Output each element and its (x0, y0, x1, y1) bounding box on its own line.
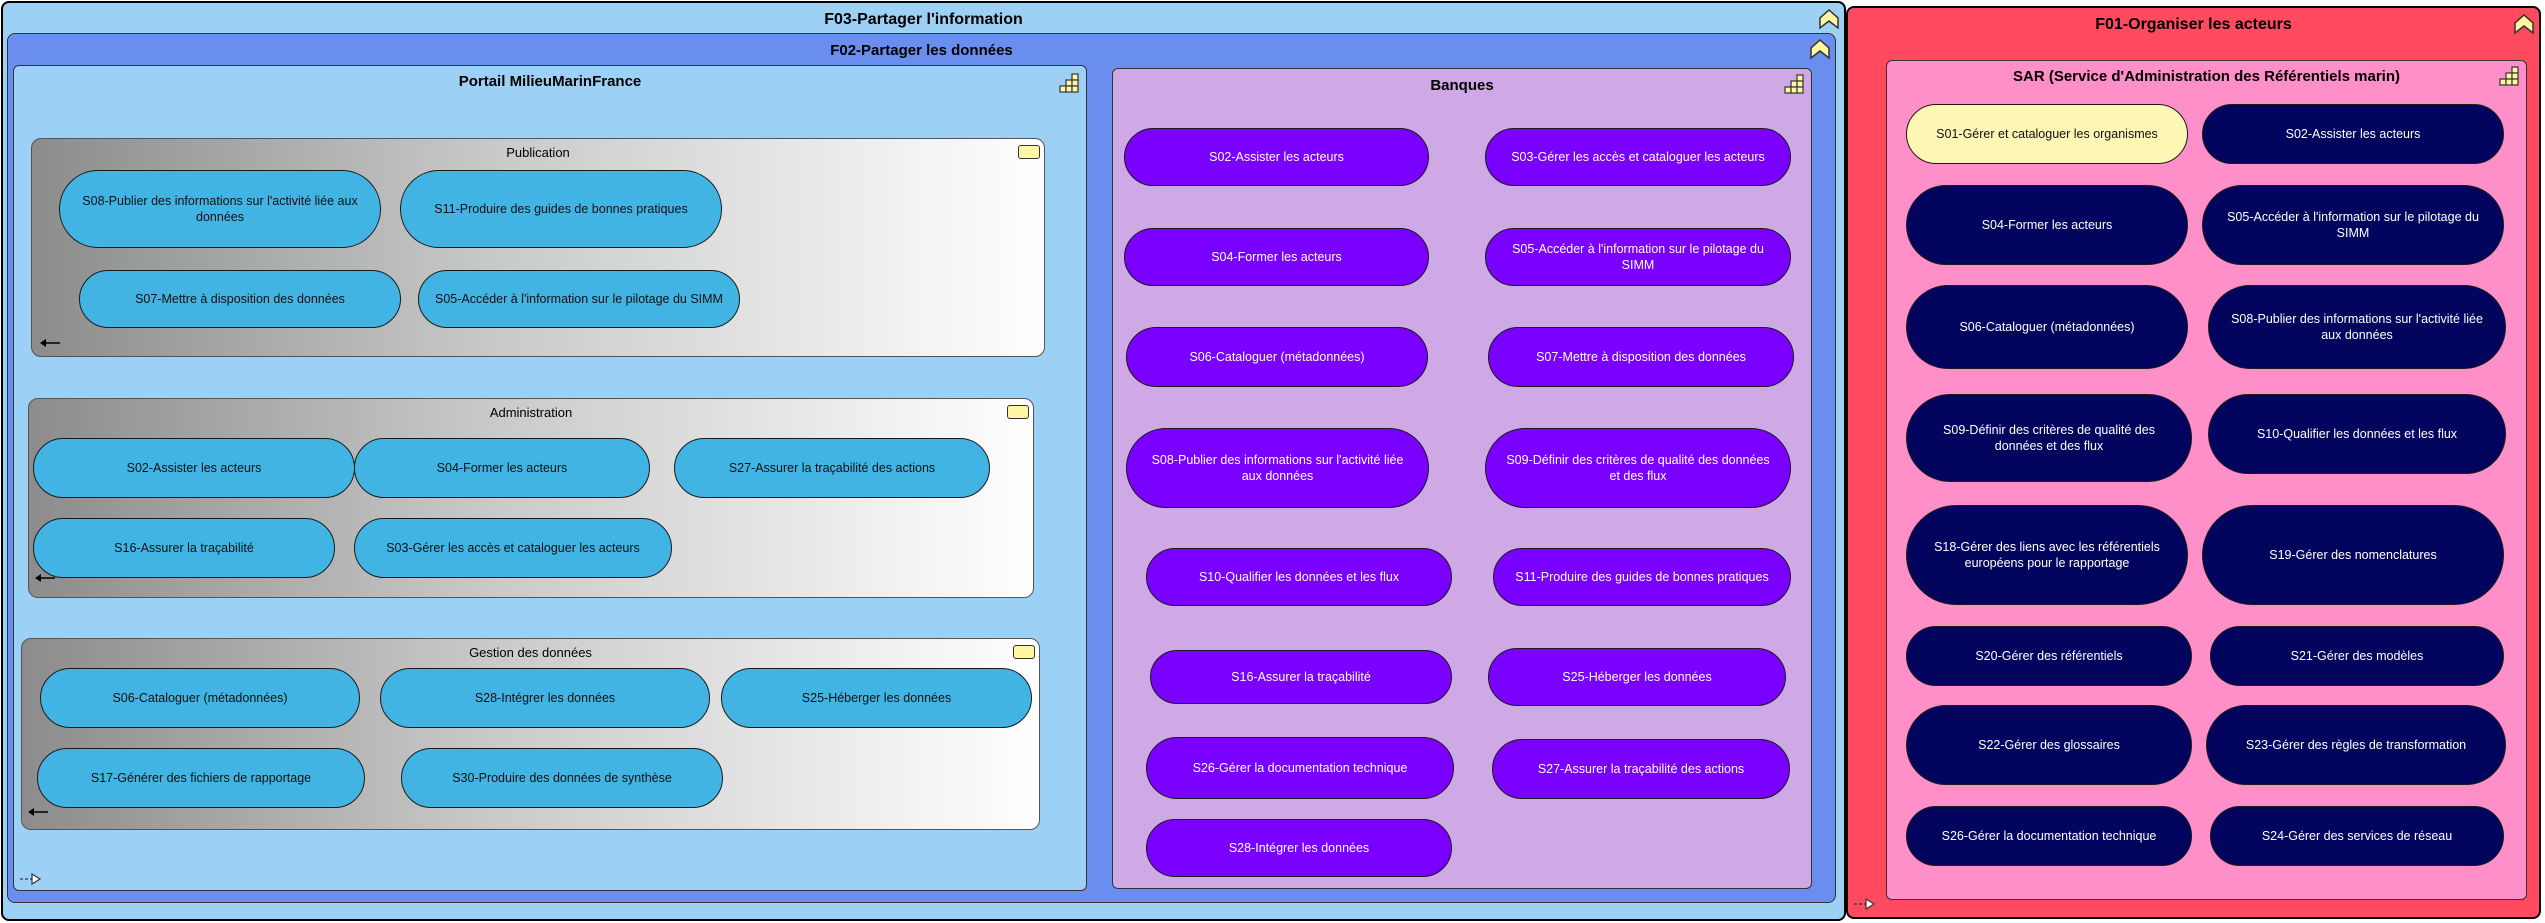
banques-item[interactable]: S05-Accéder à l'information sur le pilot… (1485, 228, 1791, 286)
sar-item[interactable]: S08-Publier des informations sur l'activ… (2208, 285, 2506, 369)
administration-item[interactable]: S03-Gérer les accès et cataloguer les ac… (354, 518, 672, 578)
f02-title: F02-Partager les données (830, 42, 1013, 59)
gestion-item[interactable]: S30-Produire des données de synthèse (401, 748, 723, 808)
administration-item[interactable]: S16-Assurer la traçabilité (33, 518, 335, 578)
gestion-item[interactable]: S06-Cataloguer (métadonnées) (40, 668, 360, 728)
sar-item[interactable]: S23-Gérer des règles de transformation (2206, 705, 2506, 785)
publication-item[interactable]: S07-Mettre à disposition des données (79, 270, 401, 328)
sar-item[interactable]: S24-Gérer des services de réseau (2210, 806, 2504, 866)
sar-item[interactable]: S10-Qualifier les données et les flux (2208, 394, 2506, 474)
banques-item[interactable]: S28-Intégrer les données (1146, 819, 1452, 877)
banques-item[interactable]: S25-Héberger les données (1488, 648, 1786, 706)
function-icon (2514, 13, 2534, 35)
administration-item[interactable]: S27-Assurer la traçabilité des actions (674, 438, 990, 498)
gestion-item[interactable]: S17-Générer des fichiers de rapportage (37, 748, 365, 808)
administration-item[interactable]: S04-Former les acteurs (354, 438, 650, 498)
arrow-icon (35, 574, 55, 582)
banques-item[interactable]: S03-Gérer les accès et cataloguer les ac… (1485, 128, 1791, 186)
sar-item[interactable]: S22-Gérer des glossaires (1906, 705, 2192, 785)
sar-title: SAR (Service d'Administration des Référe… (2012, 68, 2400, 85)
sar-item[interactable]: S19-Gérer des nomenclatures (2202, 505, 2504, 605)
sar-item[interactable]: S02-Assister les acteurs (2202, 104, 2504, 164)
publication-title: Publication (506, 145, 570, 160)
gestion-title: Gestion des données (469, 645, 592, 660)
banques-item[interactable]: S08-Publier des informations sur l'activ… (1126, 428, 1429, 508)
sar-item[interactable]: S06-Cataloguer (métadonnées) (1906, 285, 2188, 369)
banques-item[interactable]: S26-Gérer la documentation technique (1146, 737, 1454, 799)
administration-item[interactable]: S02-Assister les acteurs (33, 438, 355, 498)
sar-item[interactable]: S01-Gérer et cataloguer les organismes (1906, 104, 2188, 164)
publication-item[interactable]: S05-Accéder à l'information sur le pilot… (418, 270, 740, 328)
banques-item[interactable]: S04-Former les acteurs (1124, 228, 1429, 286)
sar-item[interactable]: S04-Former les acteurs (1906, 185, 2188, 265)
sar-item[interactable]: S18-Gérer des liens avec les référentiel… (1906, 505, 2188, 605)
grid-icon (1784, 74, 1804, 94)
grid-icon (1059, 73, 1079, 93)
banques-item[interactable]: S27-Assurer la traçabilité des actions (1492, 739, 1790, 799)
banques-item[interactable]: S07-Mettre à disposition des données (1488, 327, 1794, 387)
banques-item[interactable]: S16-Assurer la traçabilité (1150, 650, 1452, 704)
gestion-item[interactable]: S28-Intégrer les données (380, 668, 710, 728)
sar-item[interactable]: S21-Gérer des modèles (2210, 626, 2504, 686)
banques-title: Banques (1430, 77, 1494, 94)
banques-item[interactable]: S11-Produire des guides de bonnes pratiq… (1493, 548, 1791, 606)
f03-title: F03-Partager l'information (824, 11, 1023, 28)
administration-title: Administration (489, 405, 573, 420)
banques-item[interactable]: S02-Assister les acteurs (1124, 128, 1429, 186)
sar-item[interactable]: S09-Définir des critères de qualité des … (1906, 394, 2192, 482)
arrow-icon (40, 339, 60, 347)
arrow-icon (1854, 897, 1876, 911)
sar-item[interactable]: S26-Gérer la documentation technique (1906, 806, 2192, 866)
banques-item[interactable]: S10-Qualifier les données et les flux (1146, 548, 1452, 606)
sar-item[interactable]: S05-Accéder à l'information sur le pilot… (2202, 185, 2504, 265)
f01-title: F01-Organiser les acteurs (2095, 16, 2292, 33)
banques-item[interactable]: S06-Cataloguer (métadonnées) (1126, 327, 1428, 387)
grid-icon (2499, 66, 2519, 86)
component-icon (1018, 145, 1040, 159)
portail-title: Portail MilieuMarinFrance (458, 73, 642, 90)
publication-item[interactable]: S11-Produire des guides de bonnes pratiq… (400, 170, 722, 248)
component-icon (1007, 405, 1029, 419)
function-icon (1810, 38, 1830, 60)
banques-item[interactable]: S09-Définir des critères de qualité des … (1485, 428, 1791, 508)
arrow-icon (20, 872, 42, 886)
sar-item[interactable]: S20-Gérer des référentiels (1906, 626, 2192, 686)
component-icon (1013, 645, 1035, 659)
publication-item[interactable]: S08-Publier des informations sur l'activ… (59, 170, 381, 248)
function-icon (1819, 8, 1839, 30)
gestion-item[interactable]: S25-Héberger les données (721, 668, 1032, 728)
arrow-icon (28, 808, 48, 816)
